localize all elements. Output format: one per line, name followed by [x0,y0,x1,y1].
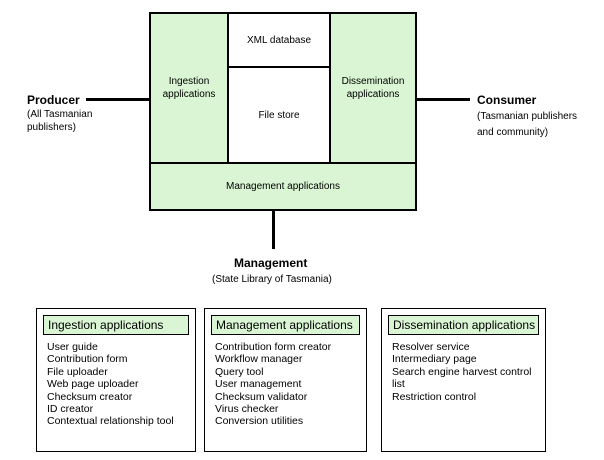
management-applications-box: Management applications [149,162,417,211]
list-item: Workflow manager [215,353,303,366]
list-item: Intermediary page [392,353,477,366]
list-item: ID creator [47,403,94,416]
xml-database-box: XML database [227,12,331,68]
management-title: Management [234,256,308,270]
list-item: Contextual relationship tool [47,415,174,428]
management-connector [272,211,275,249]
list-item: Web page uploader [47,378,139,391]
management-list-box: Management applications Contribution for… [204,308,367,452]
ingestion-applications-label: Ingestion applications [162,76,216,100]
list-item: Contribution form [47,353,128,366]
management-list-title: Management applications [211,315,360,335]
management-subtitle: (State Library of Tasmania) [212,274,332,285]
dissemination-list-box: Dissemination applications Resolver serv… [381,308,546,452]
consumer-line2: and community) [477,127,549,138]
consumer-title: Consumer [477,93,537,107]
ingestion-list: User guide Contribution form File upload… [47,341,191,428]
list-item: User management [215,378,302,391]
ingestion-list-title: Ingestion applications [43,315,189,335]
ingestion-applications-box: Ingestion applications [149,12,229,164]
list-item: Checksum validator [215,390,308,403]
list-item: Search engine harvest control list [392,365,532,391]
consumer-connector [417,98,470,101]
file-store-label: File store [258,109,300,121]
dissemination-list: Resolver service Intermediary page Searc… [392,341,541,403]
list-item: File uploader [47,365,108,378]
list-item: Resolver service [392,341,470,353]
ingestion-list-box: Ingestion applications User guide Contri… [36,308,196,452]
list-item: Contribution form creator [215,341,332,353]
dissemination-applications-box: Dissemination applications [329,12,417,164]
xml-database-label: XML database [246,34,312,46]
dissemination-applications-label: Dissemination applications [341,76,405,100]
list-item: Virus checker [215,403,279,416]
producer-title: Producer [27,93,80,107]
list-item: Checksum creator [47,390,133,403]
management-list: Contribution form creator Workflow manag… [215,341,362,428]
list-item: User guide [47,341,98,353]
dissemination-list-title: Dissemination applications [388,315,539,335]
consumer-line1: (Tasmanian publishers [477,111,578,122]
file-store-box: File store [227,66,331,164]
list-item: Conversion utilities [215,415,304,428]
producer-line2: publishers) [27,122,76,133]
producer-connector [86,98,149,101]
management-applications-label: Management applications [226,181,340,192]
list-item: Query tool [215,365,264,378]
list-item: Restriction control [392,390,477,403]
producer-line1: (All Tasmanian [27,109,93,120]
